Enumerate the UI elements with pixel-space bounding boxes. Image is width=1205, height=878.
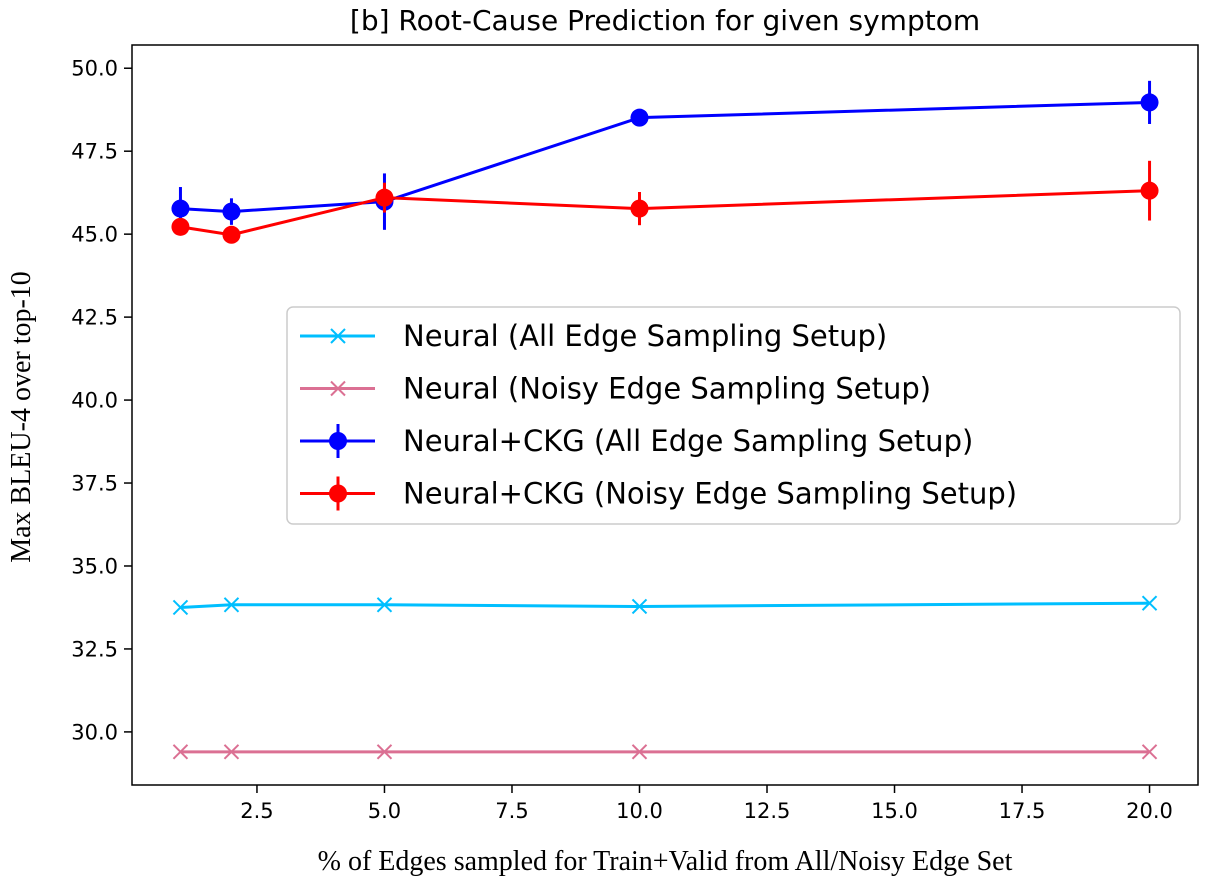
- plot-frame: [131, 44, 1199, 786]
- data-point: [172, 744, 189, 760]
- data-point: [1140, 93, 1159, 112]
- data-point: [1141, 744, 1158, 760]
- legend-label: Neural (All Edge Sampling Setup): [403, 319, 887, 353]
- legend-box: [286, 306, 1181, 525]
- data-point: [222, 225, 241, 244]
- plot-area: [171, 80, 1159, 760]
- data-point: [376, 744, 393, 760]
- legend-label: Neural+CKG (All Edge Sampling Setup): [403, 424, 973, 458]
- y-tick-label: 42.5: [71, 306, 118, 330]
- x-axis-label: % of Edges sampled for Train+Valid from …: [318, 846, 1013, 877]
- y-tick-label: 37.5: [71, 472, 118, 496]
- data-point: [171, 217, 190, 236]
- data-point: [631, 744, 648, 760]
- legend-marker: [329, 484, 347, 503]
- data-point: [1141, 595, 1158, 611]
- data-point: [630, 108, 649, 127]
- y-tick-label: 35.0: [71, 554, 118, 578]
- data-point: [172, 599, 189, 616]
- data-point: [375, 188, 394, 207]
- x-tick-label: 7.5: [495, 799, 528, 823]
- x-tick-label: 15.0: [871, 799, 918, 823]
- data-point: [171, 199, 190, 218]
- series-2: [172, 744, 1158, 760]
- x-tick-label: 2.5: [240, 799, 273, 823]
- x-tick-label: 5.0: [368, 799, 401, 823]
- y-axis: 30.0 32.5 35.0 37.5 40.0 42.5 45.0 47.5 50.0: [71, 57, 132, 744]
- y-tick-label: 30.0: [71, 720, 118, 744]
- y-tick-label: 47.5: [71, 140, 118, 164]
- data-point: [376, 597, 393, 613]
- series-line: [180, 189, 1150, 237]
- y-tick-label: 45.0: [71, 223, 118, 247]
- y-tick-label: 40.0: [71, 389, 118, 413]
- x-axis: 2.5 5.0 7.5 10.0 12.5 15.0 17.5 20.0: [240, 785, 1173, 823]
- series-4: [171, 160, 1159, 244]
- y-tick-label: 32.5: [71, 637, 118, 661]
- x-tick-label: 17.5: [999, 799, 1046, 823]
- x-tick-label: 12.5: [744, 799, 791, 823]
- data-point: [223, 597, 240, 613]
- data-point: [1140, 181, 1159, 200]
- legend-label: Neural+CKG (Noisy Edge Sampling Setup): [403, 477, 1017, 511]
- series-1: [172, 595, 1158, 616]
- legend: Neural (All Edge Sampling Setup) Neural (…: [286, 306, 1181, 525]
- legend-label: Neural (Noisy Edge Sampling Setup): [403, 372, 931, 406]
- x-tick-label: 20.0: [1126, 799, 1173, 823]
- legend-marker: [330, 380, 346, 397]
- data-point: [222, 202, 241, 221]
- legend-marker: [330, 328, 346, 344]
- data-point: [630, 199, 649, 218]
- legend-entry: Neural (Noisy Edge Sampling Setup): [300, 372, 931, 406]
- data-point: [223, 744, 240, 760]
- x-tick-label: 10.0: [616, 799, 663, 823]
- legend-entry: Neural (All Edge Sampling Setup): [300, 319, 887, 353]
- data-point: [631, 598, 648, 615]
- series-line: [180, 601, 1150, 609]
- y-axis-label: Max BLEU-4 over top-10: [6, 271, 37, 563]
- legend-entry: Neural+CKG (All Edge Sampling Setup): [300, 424, 973, 458]
- legend-marker: [329, 432, 347, 450]
- chart-title: [b] Root-Cause Prediction for given symp…: [350, 4, 980, 37]
- y-tick-label: 50.0: [71, 57, 118, 81]
- legend-entry: Neural+CKG (Noisy Edge Sampling Setup): [300, 476, 1017, 511]
